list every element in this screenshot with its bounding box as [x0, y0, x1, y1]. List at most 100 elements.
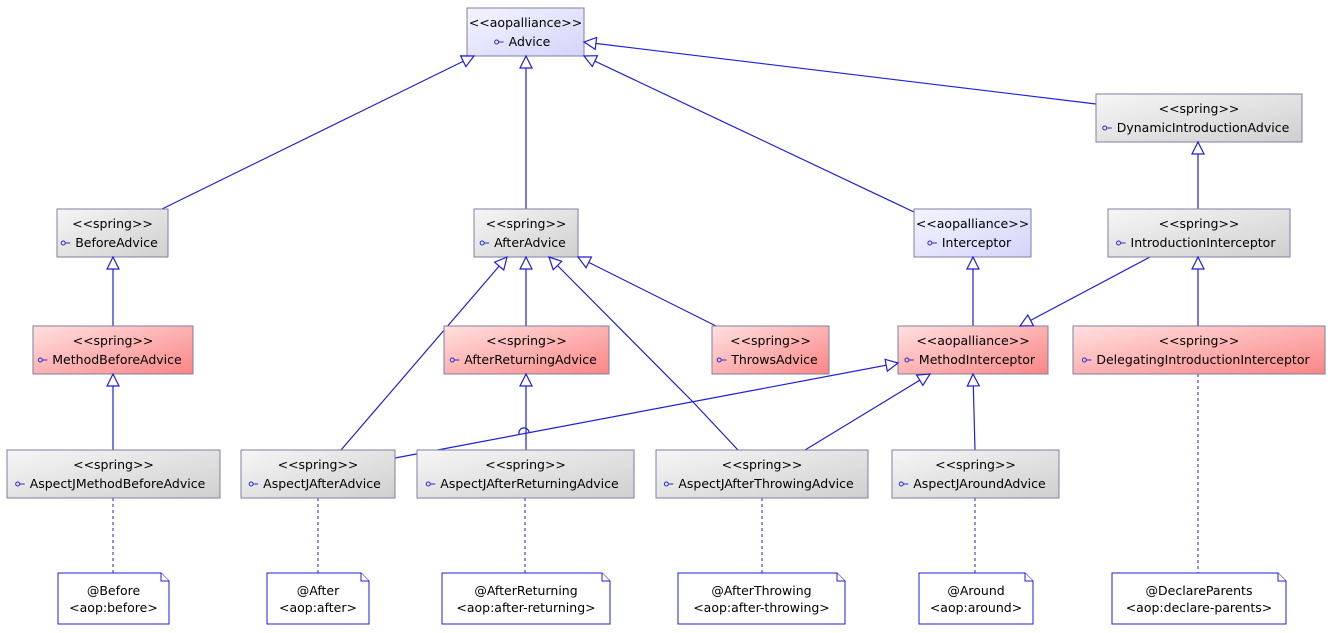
interface-icon — [449, 357, 460, 363]
generalization-arrowhead — [966, 372, 981, 387]
generalization-arrowhead — [519, 255, 533, 270]
class-name-label: MethodBeforeAdvice — [52, 352, 182, 367]
stereotype-label: <<spring>> — [73, 333, 154, 348]
interface-icon — [663, 481, 674, 487]
note-fold — [360, 573, 369, 582]
class-name-label: DelegatingIntroductionInterceptor — [1096, 352, 1310, 367]
class-after-returning-advice[interactable]: <<spring>> AfterReturningAdvice — [443, 325, 610, 375]
class-name-label: AspectJAfterThrowingAdvice — [678, 476, 854, 491]
interface-icon — [1102, 125, 1112, 131]
stereotype-label: <<spring>> — [486, 333, 567, 348]
generalization-arrowhead — [519, 372, 533, 387]
note-around: @Around<aop:around> — [918, 572, 1034, 625]
class-method-interceptor[interactable]: <<aopalliance>>MethodInterceptor — [897, 325, 1049, 375]
class-name-label: MethodInterceptor — [919, 352, 1036, 367]
class-nodes: <<aopalliance>>Advice <<spring>> DynamicIn… — [6, 7, 1326, 499]
class-before-advice[interactable]: <<spring>>BeforeAdvice — [56, 208, 169, 258]
class-box — [897, 325, 1049, 375]
class-name-label: AspectJAroundAdvice — [913, 476, 1046, 491]
stereotype-label: <<spring>> — [1159, 101, 1240, 116]
note-links — [112, 374, 1199, 573]
class-aspect-jafter-returning[interactable]: <<spring>> AspectJAfterReturningAdvice — [416, 449, 635, 499]
stereotype-label: <<spring>> — [278, 457, 359, 472]
interface-icon — [716, 357, 727, 363]
note-box — [677, 572, 846, 625]
inheritance-line — [340, 256, 508, 451]
class-dynamic-introduction[interactable]: <<spring>> DynamicIntroductionAdvice — [1095, 93, 1303, 143]
generalization-arrowhead — [1191, 255, 1205, 270]
class-box — [655, 449, 869, 499]
generalization-arrowhead — [582, 36, 598, 51]
generalization-arrowhead — [576, 256, 593, 269]
class-box — [473, 208, 579, 258]
class-box — [56, 208, 169, 258]
stereotype-label: <<spring>> — [1159, 333, 1240, 348]
class-aspect-jmethod-before[interactable]: <<spring>>AspectJMethodBeforeAdvice — [6, 449, 221, 499]
note-xml-tag: <aop:after> — [279, 600, 357, 615]
generalization-arrowhead — [582, 55, 599, 68]
note-before: @Before<aop:before> — [57, 572, 170, 625]
note-fold — [160, 573, 169, 582]
class-aspect-jafter-throwing[interactable]: <<spring>> AspectJAfterThrowingAdvice — [655, 449, 869, 499]
stereotype-label: <<spring>> — [485, 457, 566, 472]
stereotype-label: <<spring>> — [722, 457, 803, 472]
note-box — [441, 572, 611, 625]
note-declare-parents: @DeclareParents<aop:declare-parents> — [1111, 572, 1287, 625]
interface-icon — [37, 357, 48, 363]
inheritance-line — [583, 41, 1097, 105]
note-annotation: @After — [297, 583, 340, 598]
generalization-arrowhead — [1018, 313, 1035, 327]
interface-icon — [425, 481, 436, 487]
class-aspect-jafter[interactable]: <<spring>>AspectJAfterAdvice — [240, 449, 396, 499]
class-aspect-jaround[interactable]: <<spring>>AspectJAroundAdvice — [891, 449, 1060, 499]
class-name-label: AfterReturningAdvice — [464, 352, 597, 367]
class-advice[interactable]: <<aopalliance>>Advice — [466, 7, 585, 57]
class-method-before-advice[interactable]: <<spring>> MethodBeforeAdvice — [32, 325, 194, 375]
class-after-advice[interactable]: <<spring>>AfterAdvice — [473, 208, 579, 258]
class-name-label: Advice — [509, 34, 551, 49]
note-fold — [836, 573, 845, 582]
note-box — [57, 572, 170, 625]
stereotype-label: <<spring>> — [730, 333, 811, 348]
interface-icon — [248, 481, 259, 487]
generalization-arrowhead — [459, 55, 476, 68]
note-after-returning: @AfterReturning <aop:after-returning> — [441, 572, 611, 625]
inheritance-line — [1019, 256, 1151, 327]
stereotype-label: <<spring>> — [72, 216, 153, 231]
generalization-arrowhead — [493, 255, 508, 272]
class-delegating-introduction[interactable]: <<spring>> DelegatingIntroductionIntercep… — [1072, 325, 1326, 375]
generalization-arrowhead — [106, 372, 120, 387]
note-xml-tag: <aop:after-returning> — [456, 600, 595, 615]
class-box — [711, 325, 830, 375]
class-name-label: AspectJAfterReturningAdvice — [440, 476, 619, 491]
note-annotation: @DeclareParents — [1146, 583, 1253, 598]
class-box — [1072, 325, 1326, 375]
annotation-notes: @Before<aop:before> @After <aop:after> @Aft… — [57, 572, 1287, 625]
note-box — [918, 572, 1034, 625]
class-box — [6, 449, 221, 499]
interface-icon — [927, 240, 937, 246]
class-introduction-interceptor[interactable]: <<spring>> IntroductionInterceptor — [1107, 208, 1291, 258]
class-box — [913, 208, 1032, 258]
stereotype-label: <<spring>> — [73, 457, 154, 472]
class-interceptor[interactable]: <<aopalliance>>Interceptor — [913, 208, 1032, 258]
stereotype-label: <<spring>> — [1159, 216, 1240, 231]
inheritance-line — [577, 256, 717, 327]
line-crossing-hop — [518, 427, 530, 435]
generalization-arrowhead — [548, 256, 563, 271]
class-name-label: IntroductionInterceptor — [1131, 235, 1277, 250]
class-throws-advice[interactable]: <<spring>> ThrowsAdvice — [711, 325, 830, 375]
generalization-arrowhead — [106, 255, 120, 270]
class-box — [240, 449, 396, 499]
note-xml-tag: <aop:before> — [69, 600, 158, 615]
class-box — [443, 325, 610, 375]
class-name-label: ThrowsAdvice — [730, 352, 818, 367]
interface-icon — [15, 481, 25, 487]
note-annotation: @AfterReturning — [474, 583, 577, 598]
class-box — [891, 449, 1060, 499]
note-after-throwing: @AfterThrowing<aop:after-throwing> — [677, 572, 846, 625]
note-fold — [601, 573, 610, 582]
class-name-label: DynamicIntroductionAdvice — [1117, 120, 1290, 135]
interface-icon — [60, 240, 71, 246]
